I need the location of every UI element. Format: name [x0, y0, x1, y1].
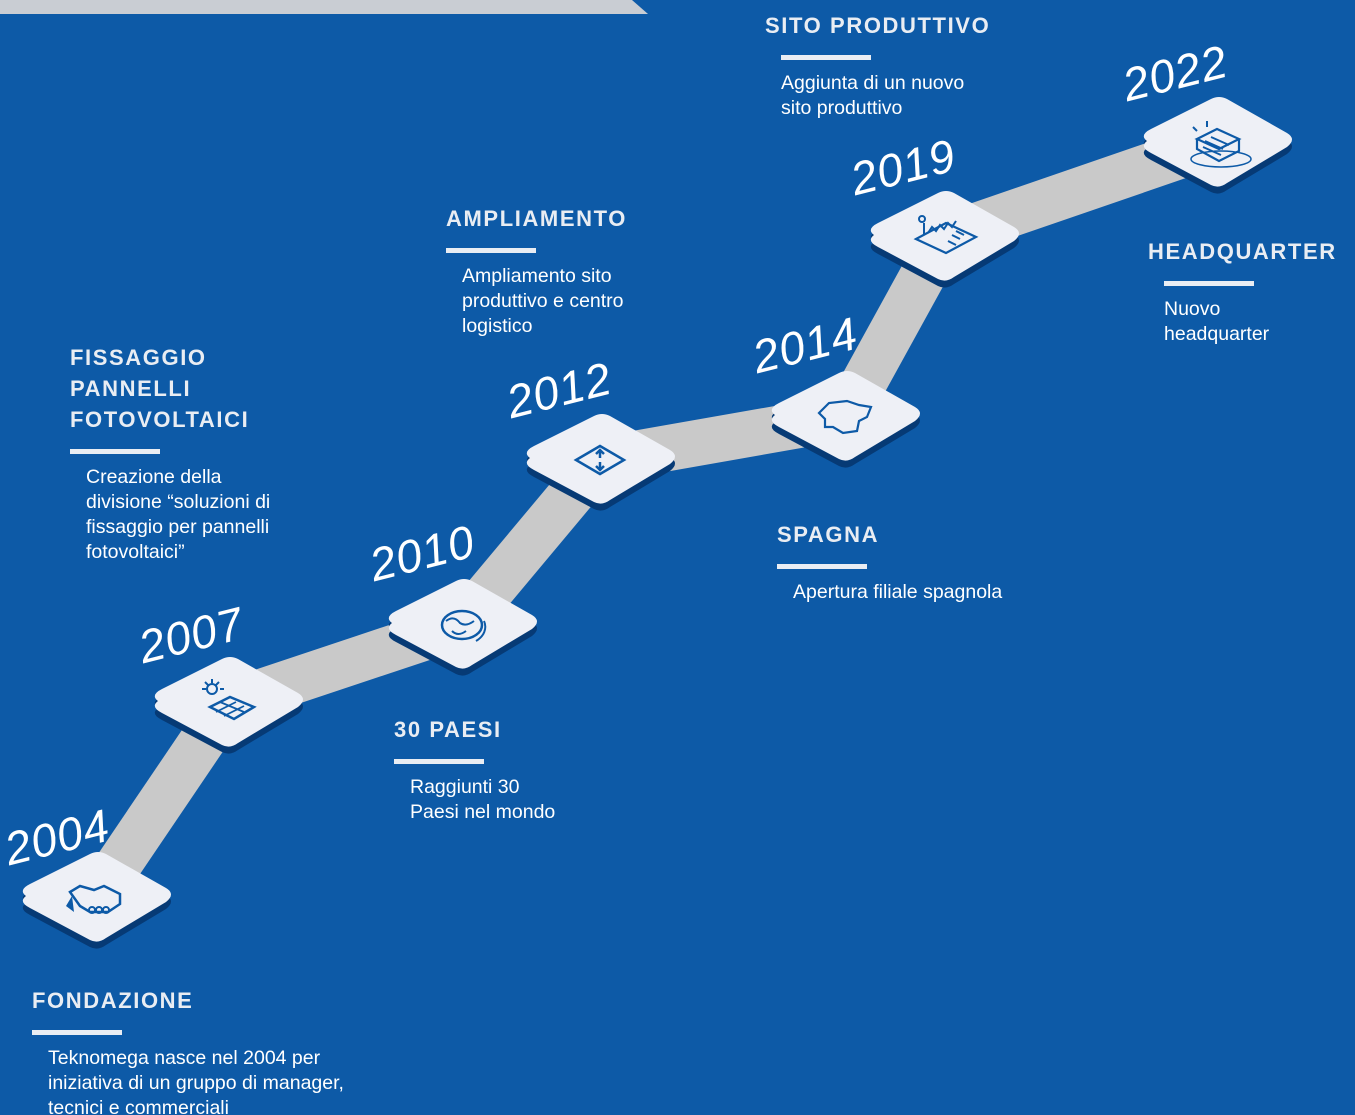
milestone-tile-2012 — [526, 414, 675, 511]
milestone-tile-2004 — [22, 852, 171, 949]
tile-face — [1143, 97, 1292, 187]
tile-face — [771, 371, 920, 461]
title-underline — [777, 564, 867, 569]
tile-face — [154, 657, 303, 747]
milestone-title: FISSAGGIO PANNELLI FOTOVOLTAICI — [70, 345, 250, 432]
milestone-description: Teknomega nasce nel 2004 per iniziativa … — [48, 1047, 344, 1115]
solar-panel-icon — [202, 679, 257, 721]
factory-icon — [913, 215, 979, 255]
milestone-title: FONDAZIONE — [32, 988, 194, 1013]
title-underline — [70, 449, 160, 454]
globe-icon — [440, 609, 487, 642]
title-underline — [1164, 281, 1254, 286]
tile-face — [870, 191, 1019, 281]
title-underline — [394, 759, 484, 764]
spain-map-icon — [817, 399, 873, 435]
milestone-tile-2022 — [1143, 97, 1292, 194]
office-building-icon — [1190, 121, 1252, 168]
milestone-title: AMPLIAMENTO — [446, 206, 627, 231]
milestone-title: 30 PAESI — [394, 717, 502, 742]
milestone-title: SPAGNA — [777, 522, 880, 547]
milestone-2004-text: FONDAZIONE Teknomega nasce nel 2004 per … — [32, 985, 344, 1115]
milestone-description: Aggiunta di un nuovo sito produttivo — [781, 72, 965, 119]
title-underline — [781, 55, 871, 60]
milestone-2022-text: HEADQUARTER Nuovo headquarter — [1148, 236, 1337, 347]
milestone-2010-text: 30 PAESI Raggiunti 30 Paesi nel mondo — [394, 714, 555, 825]
milestone-2007-text: FISSAGGIO PANNELLI FOTOVOLTAICI Creazion… — [70, 342, 270, 565]
milestone-description: Nuovo headquarter — [1164, 298, 1270, 345]
milestone-title: SITO PRODUTTIVO — [765, 13, 991, 38]
milestone-description: Ampliamento sito produttivo e centro log… — [462, 265, 624, 337]
milestone-title: HEADQUARTER — [1148, 239, 1337, 264]
tile-face — [22, 852, 171, 942]
milestone-tile-2014 — [771, 371, 920, 468]
milestone-description: Raggiunti 30 Paesi nel mondo — [410, 776, 556, 823]
handshake-icon — [66, 884, 122, 914]
milestone-2014-text: SPAGNA Apertura filiale spagnola — [777, 519, 1002, 605]
milestone-tile-2007 — [154, 657, 303, 754]
tile-face — [526, 414, 675, 504]
title-underline — [32, 1030, 122, 1035]
top-header-banner — [0, 0, 648, 14]
title-underline — [446, 248, 536, 253]
milestone-description: Creazione della divisione “soluzioni di … — [86, 466, 271, 563]
milestone-2019-text: SITO PRODUTTIVO Aggiunta di un nuovo sit… — [765, 10, 990, 121]
milestone-description: Apertura filiale spagnola — [793, 581, 1003, 603]
milestone-2012-text: AMPLIAMENTO Ampliamento sito produttivo … — [446, 203, 627, 339]
milestone-tile-2010 — [388, 579, 537, 676]
milestone-tile-2019 — [870, 191, 1019, 288]
expand-arrows-icon — [573, 444, 627, 476]
